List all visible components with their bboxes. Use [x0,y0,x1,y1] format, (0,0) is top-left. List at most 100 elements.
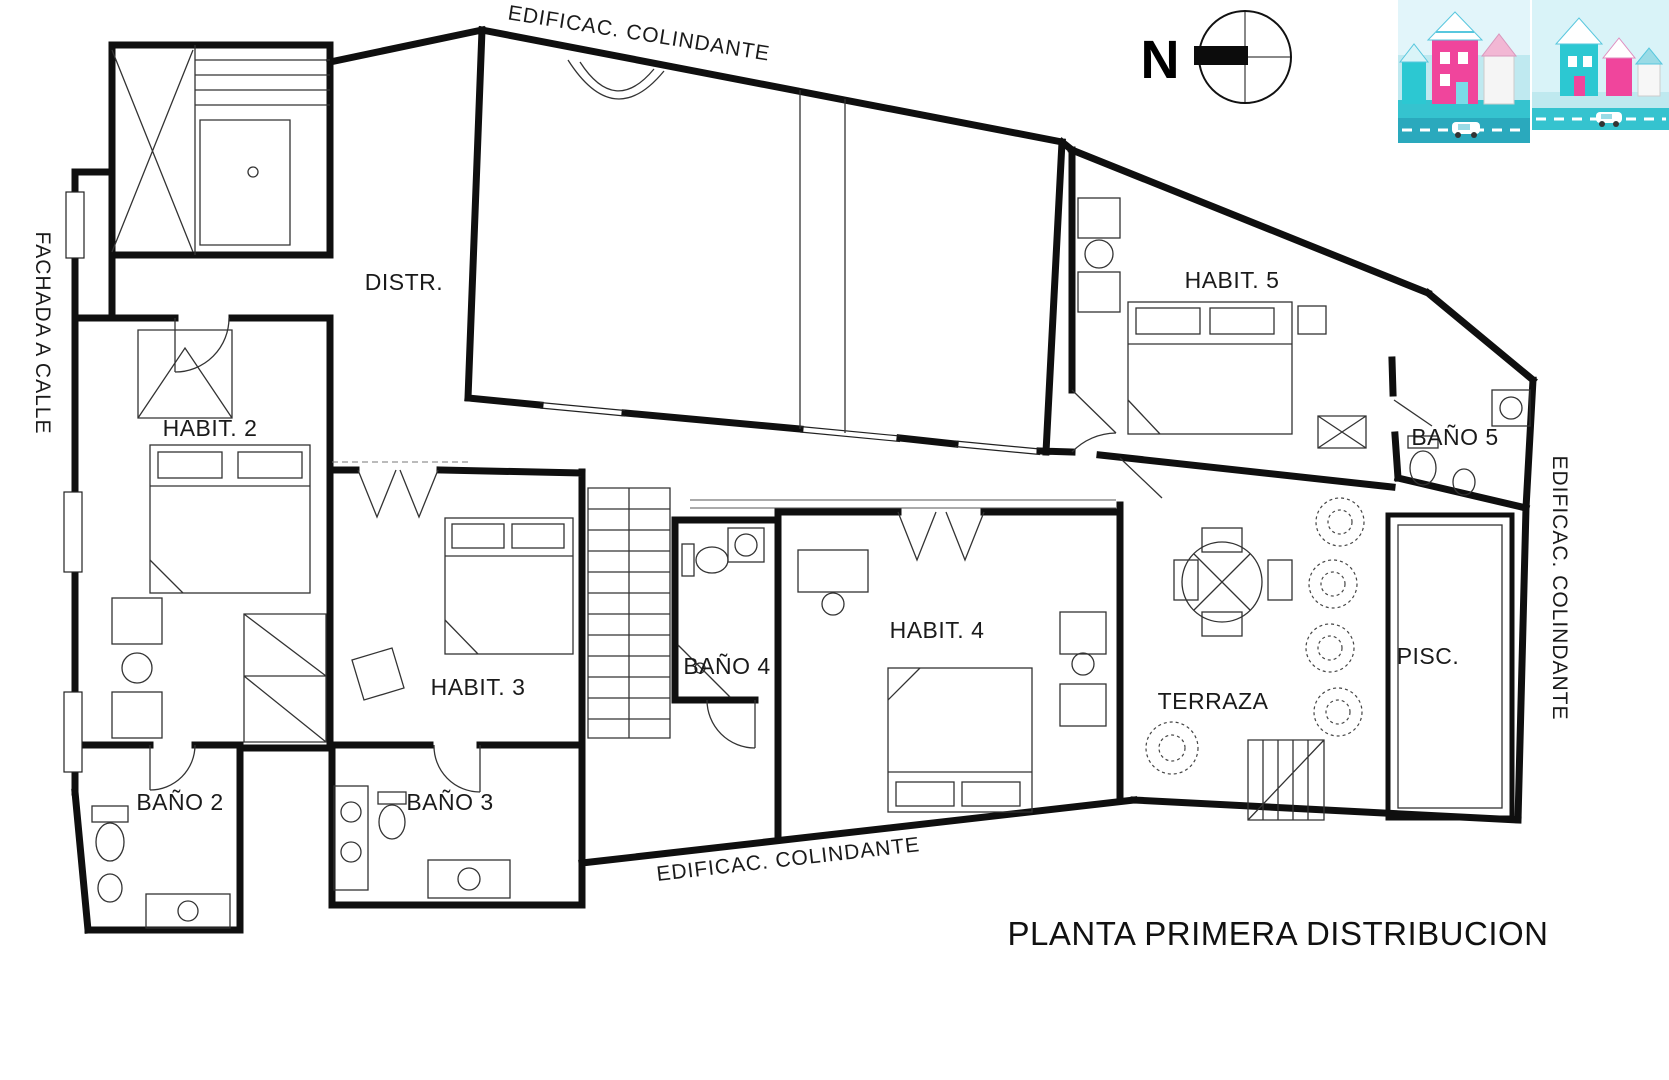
armchair [1077,271,1121,313]
sink-icon [340,841,362,863]
bed-habit2 [149,444,311,594]
sink-icon [340,801,362,823]
room-label-bano5: BAÑO 5 [1411,424,1498,450]
drain [457,867,481,891]
armchair [1077,197,1121,239]
apse-niche [567,59,665,100]
chair [1201,527,1243,553]
toy-car [1596,112,1622,127]
toy-house-teal [1398,43,1430,104]
side-table [1084,239,1114,269]
room-label-habit3: HABIT. 3 [431,674,526,700]
habit4-furniture [797,549,1107,813]
toilet-tank [91,805,129,823]
toy-house-teal [1554,17,1604,96]
plant-icon [1305,623,1355,673]
toilet-icon [95,822,125,862]
terraza-detail [1145,497,1365,821]
armchair [1059,683,1107,727]
shower-tray [427,859,511,899]
toilet-tank [1407,435,1439,449]
bano3-fixtures [333,785,511,899]
stairs-topleft [111,45,330,255]
toilet-tank [681,543,695,577]
chair [1267,559,1293,601]
stairs-terraza [1247,739,1325,821]
sink-icon [1499,396,1523,420]
room-label-bano2: BAÑO 2 [136,789,223,815]
bidet-icon [1452,468,1476,496]
window-left-1 [65,191,85,259]
room-label-distr: DISTR. [365,269,443,295]
drain [694,662,706,674]
window-left-2 [63,491,83,573]
chair [1173,559,1199,601]
room-label-terraza: TERRAZA [1158,688,1269,714]
window-left-3 [63,691,83,773]
sink-cabinet [1491,389,1531,427]
round-table [1181,541,1263,623]
toilet-icon [1409,450,1437,486]
photo-thumbnail-2[interactable] [1532,0,1669,130]
closet [243,613,327,743]
wardrobe [137,329,233,419]
sink-icon [734,533,758,557]
nightstand [1297,305,1327,335]
armchair [1059,611,1107,655]
room-label-habit4: HABIT. 4 [890,617,985,643]
north-arrow [1194,46,1248,65]
desk [797,549,869,593]
luggage-bench [1317,415,1367,449]
plant-icon [1308,559,1358,609]
room-label-pisc: PISC. [1397,643,1460,669]
habit3-furniture [351,517,574,701]
toilet-tank [377,791,407,805]
room-label-habit2: HABIT. 2 [163,415,258,441]
pool-detail [1397,524,1503,809]
chair [351,647,405,701]
vanity [333,785,369,891]
boundary-label-top: EDIFICAC. COLINDANTE [506,1,771,65]
armchair [111,597,163,645]
north-label: N [1141,30,1180,90]
bano2-fixtures [91,805,231,929]
habit2-furniture [111,329,327,743]
toilet-icon [378,804,406,840]
plant-icon [1313,687,1363,737]
bano5-fixtures [1407,389,1531,496]
chair [1201,611,1243,637]
toy-house-pink [1426,11,1484,104]
north-compass: N [1141,10,1292,104]
side-table [121,652,153,684]
bano4-fixtures [677,527,765,698]
vanity [145,893,231,929]
pool-inner-edge [1397,524,1503,809]
toilet-icon [695,546,729,574]
bed-habit5 [1127,301,1293,435]
boundary-label-left: FACHADA A CALLE [31,232,54,435]
big-room-detail [332,59,1116,509]
bed-habit4 [887,667,1033,813]
plant-icon [1315,497,1365,547]
doors-layer [149,317,1433,793]
plant-icon [1145,721,1199,775]
room-label-bano4: BAÑO 4 [683,653,770,679]
plan-title: PLANTA PRIMERA DISTRIBUCION [1008,915,1549,952]
habit5-furniture [1077,197,1367,449]
toy-house-pink [1601,37,1637,96]
boundary-label-right: EDIFICAC. COLINDANTE [1548,455,1571,720]
pool-wall [1385,512,1515,821]
windows-layer [63,191,1041,773]
toy-car [1452,122,1480,138]
bidet-icon [97,873,123,903]
sink-icon [177,900,199,922]
sink-cabinet [727,527,765,563]
walls-layer [71,25,1538,934]
toy-house-white [1480,33,1518,105]
bed-habit3 [444,517,574,655]
side-table [1071,652,1095,676]
photo-thumbnail-1[interactable] [1398,0,1530,143]
room-label-bano3: BAÑO 3 [406,789,493,815]
